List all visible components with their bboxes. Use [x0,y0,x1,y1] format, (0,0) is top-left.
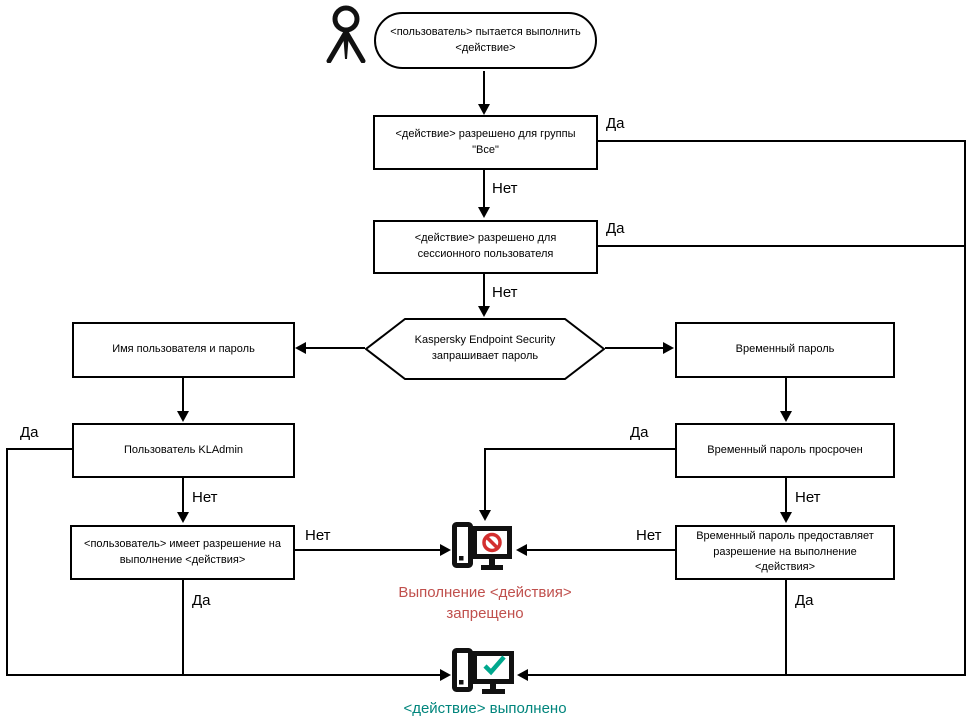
edge-label-no-temp-grants: Нет [636,527,662,544]
denied-status-text: Выполнение <действия> запрещено [398,584,572,622]
arrowhead-down [478,104,490,115]
credentials-node-label: Имя пользователя и пароль [112,343,255,356]
edge-label-yes-user-permission: Да [192,592,211,609]
prohibition-icon [482,532,502,553]
edge-label-no-temp-expired: Нет [795,489,821,506]
connector [6,448,8,676]
connector [295,549,440,551]
user-permission-node-label: <пользователь> имеет разрешение на выпол… [84,537,281,566]
connector [483,170,485,208]
group-all-node: <действие> разрешено для группы "Все" [373,115,598,170]
connector [484,448,486,511]
connector [527,674,966,676]
arrowhead-down [780,411,792,422]
arrowhead-right [663,342,674,354]
connector [182,478,184,513]
computer-with-checkmark-icon [452,648,518,698]
connector [483,274,485,307]
connector [785,580,787,676]
credentials-node: Имя пользователя и пароль [72,322,295,378]
edge-label-yes-kladmin: Да [20,424,39,441]
start-node: <пользователь> пытается выполнить <дейст… [374,12,597,69]
edge-label-no-group-all: Нет [492,180,518,197]
connector [598,140,966,142]
connector [964,140,966,676]
connector [485,448,675,450]
computer-with-prohibition-icon [452,522,514,580]
arrowhead-down [478,207,490,218]
edge-label-yes-temp-expired: Да [630,424,649,441]
kes-prompt-node: Kaspersky Endpoint Security запрашивает … [365,318,605,380]
kladmin-node-label: Пользователь KLAdmin [123,443,244,456]
arrowhead-left [517,669,528,681]
group-all-node-label: <действие> разрешено для группы "Все" [395,127,576,156]
edge-label-no-user-permission: Нет [305,527,331,544]
arrowhead-right [440,544,451,556]
temp-password-node-label: Временный пароль [735,343,835,356]
session-node-label: <действие> разрешено для сессионного пол… [414,232,557,260]
temp-expired-node-label: Временный пароль просрочен [707,443,863,456]
kes-prompt-node-label: Kaspersky Endpoint Security запрашивает … [414,334,556,362]
start-node-label: <пользователь> пытается выполнить <дейст… [390,25,581,54]
edge-label-yes-group-all: Да [606,115,625,132]
session-node: <действие> разрешено для сессионного пол… [373,220,598,274]
temp-grants-node: Временный пароль предоставляет разрешени… [675,525,895,580]
arrowhead-down [780,512,792,523]
edge-label-no-kladmin: Нет [192,489,218,506]
temp-expired-node: Временный пароль просрочен [675,423,895,478]
kladmin-node: Пользователь KLAdmin [72,423,295,478]
connector [526,549,675,551]
user-icon [322,5,370,64]
edge-label-no-session: Нет [492,284,518,301]
arrowhead-left [295,342,306,354]
user-permission-node: <пользователь> имеет разрешение на выпол… [70,525,295,580]
temp-grants-node-label: Временный пароль предоставляет разрешени… [696,529,874,574]
arrowhead-down [177,512,189,523]
connector [785,478,787,513]
connector [182,378,184,412]
arrowhead-down [479,510,491,521]
temp-password-node: Временный пароль [675,322,895,378]
connector [305,347,365,349]
arrowhead-down [478,306,490,317]
connector [7,674,440,676]
connector [605,347,663,349]
connector [7,448,72,450]
checkmark-icon [483,655,506,676]
arrowhead-down [177,411,189,422]
connector [785,378,787,412]
connector [598,245,966,247]
done-status-text: <действие> выполнено [403,700,567,717]
connector [182,580,184,676]
edge-label-yes-session: Да [606,220,625,237]
arrowhead-left [516,544,527,556]
connector [483,71,485,105]
arrowhead-right [440,669,451,681]
edge-label-yes-temp-grants: Да [795,592,814,609]
